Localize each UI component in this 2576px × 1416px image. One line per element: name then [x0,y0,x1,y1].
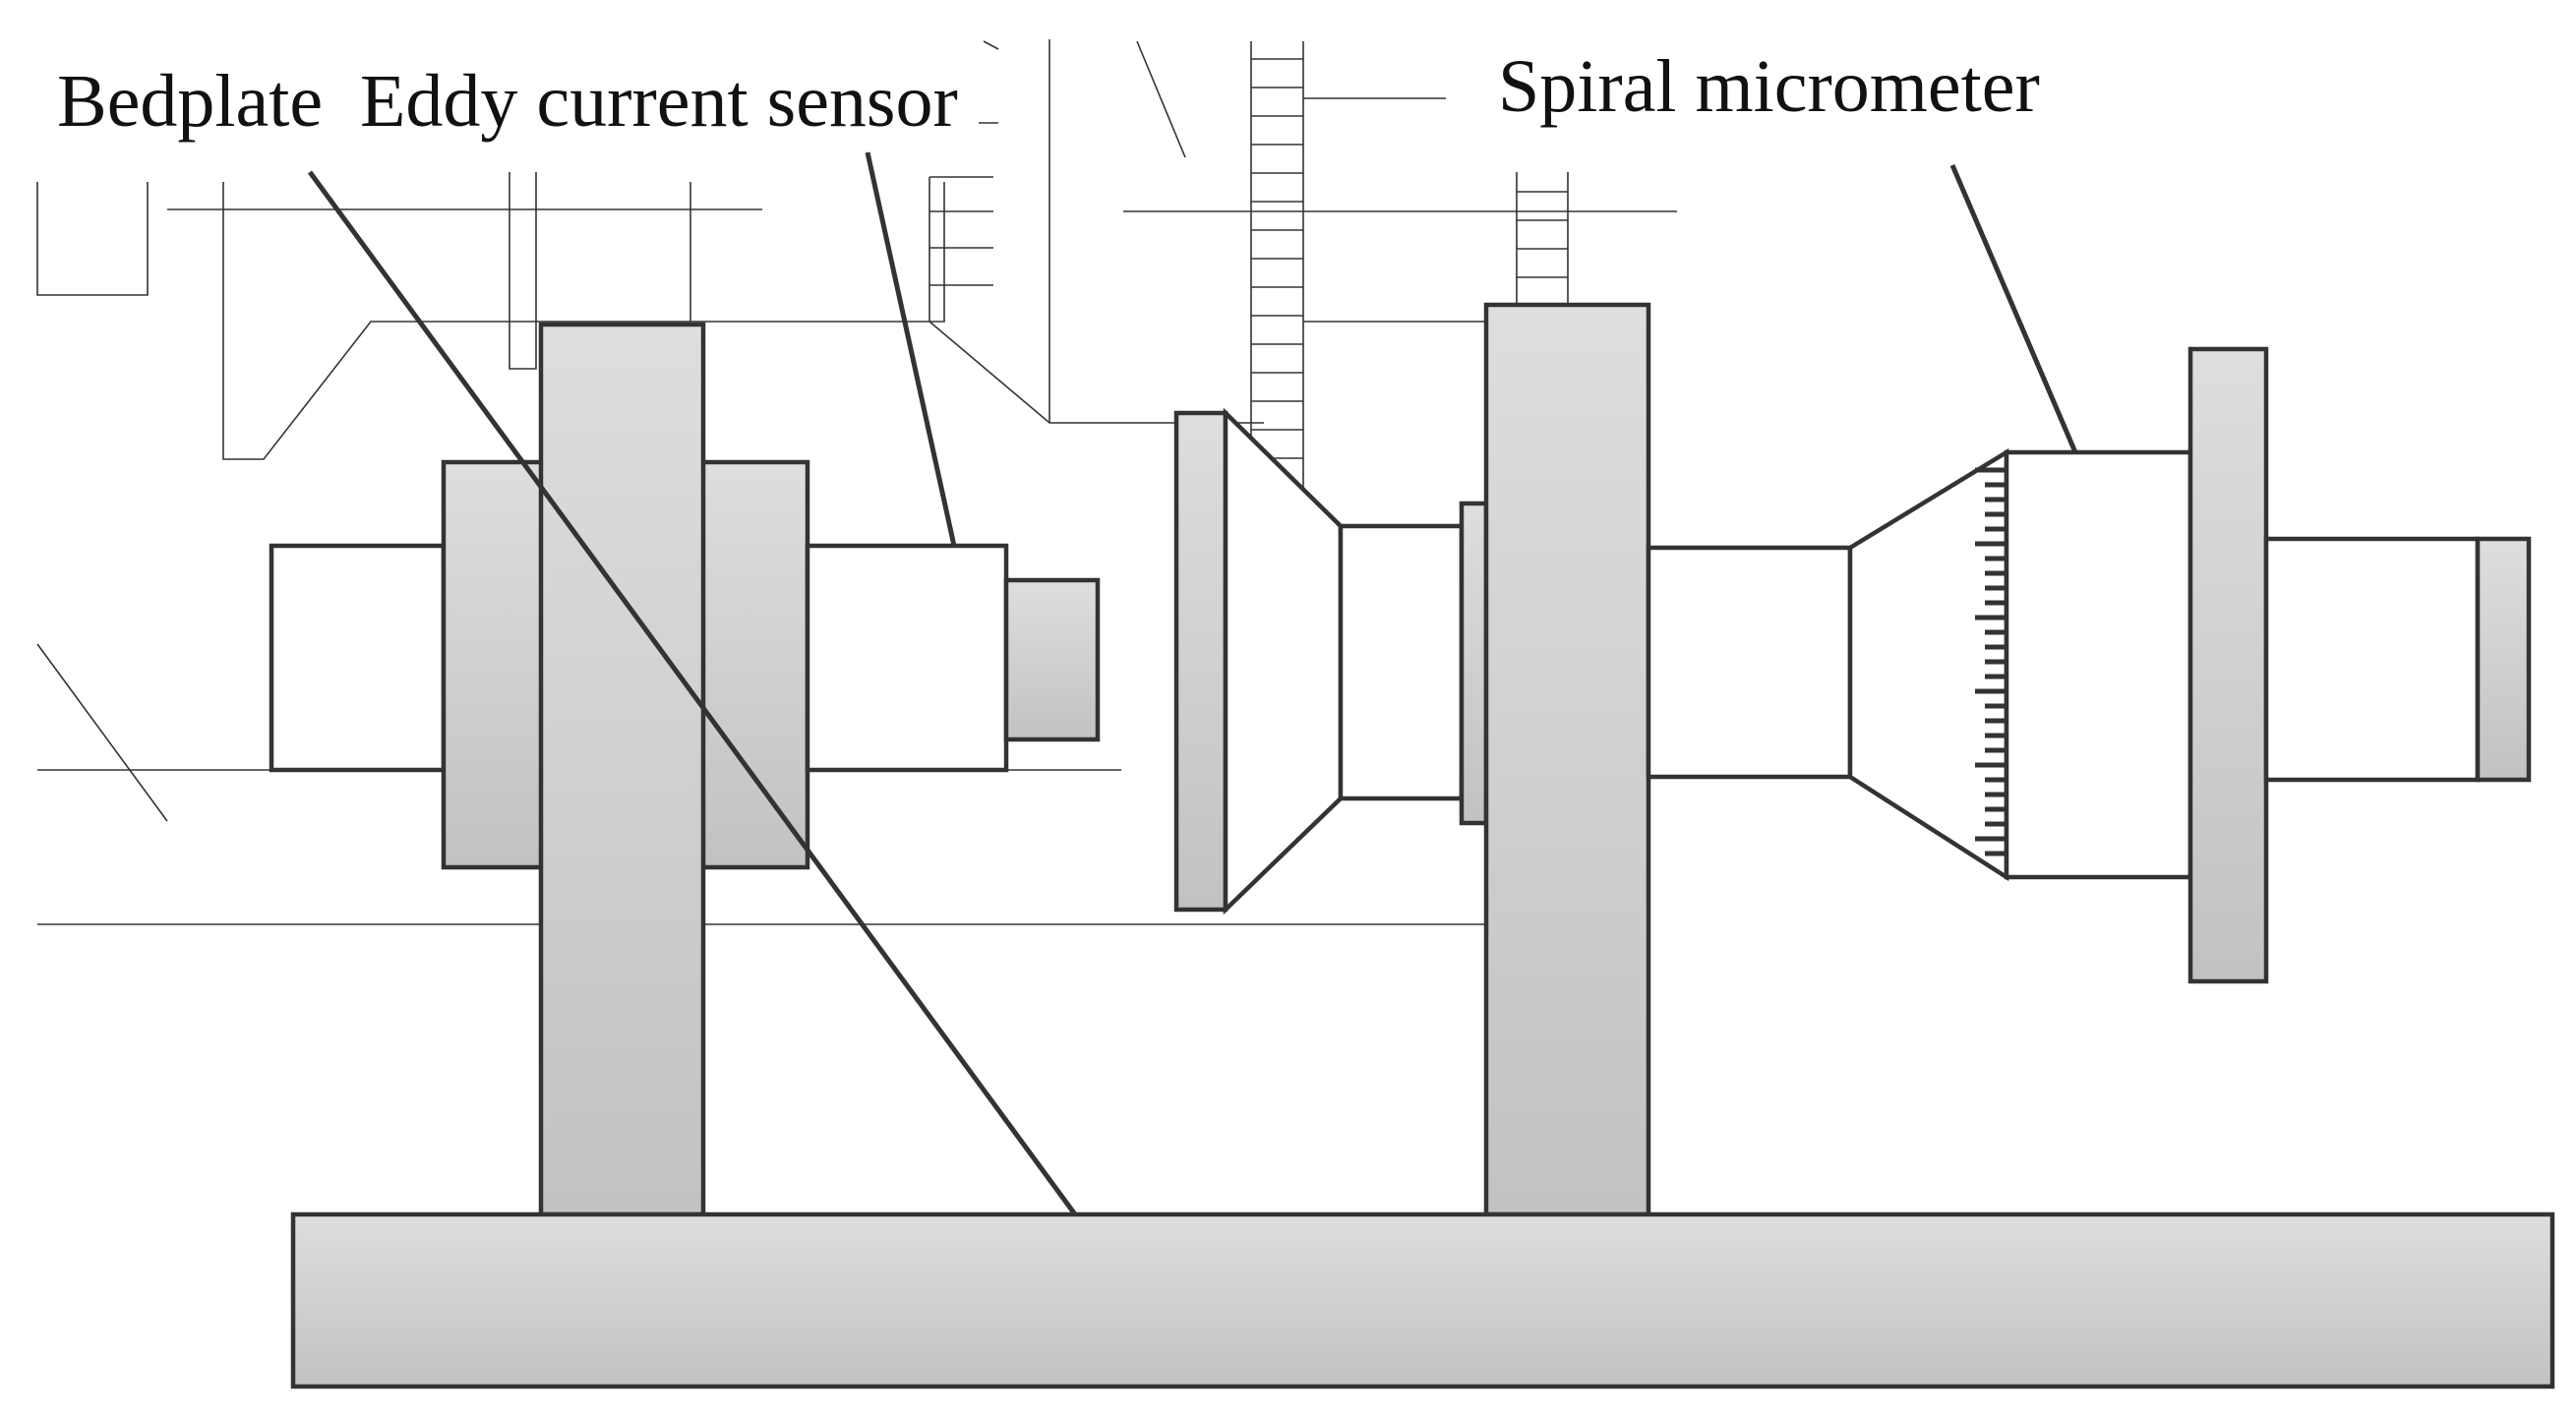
micrometer-thimble [2004,449,2193,880]
micrometer-leader-line [1949,164,2078,453]
micrometer-ratchet-flange [2187,346,2269,984]
left-support-assembly [269,322,1101,1217]
target-disk [1173,410,1228,913]
micrometer-sleeve [1646,545,1853,780]
eddy-sensor-leader-line [865,151,957,547]
label-bedplate: Bedplate [57,60,323,143]
ladder-rungs [1251,58,1568,459]
middle-assembly [1173,302,1651,1217]
label-eddy-current-sensor: Eddy current sensor [360,60,958,143]
bedplate-leader-line [307,170,1078,1216]
bedplate [290,1211,2555,1389]
left-support-post [538,322,706,1217]
micrometer-thimble-cone [1847,447,2009,882]
spiral-micrometer-assembly [1646,346,2532,984]
eddy-current-sensor-body [805,543,1009,773]
label-spiral-micrometer: Spiral micrometer [1498,45,2040,128]
micrometer-scale-ticks [1975,467,2007,856]
target-cone [1223,407,1344,915]
micrometer-cap [2475,536,2532,783]
micrometer-spindle-end [2263,536,2481,783]
middle-collar [1459,501,1489,826]
left-shaft-end [269,543,447,773]
eddy-current-sensor-probe [1003,577,1101,742]
right-support-post [1483,302,1651,1217]
middle-shaft [1338,523,1465,801]
